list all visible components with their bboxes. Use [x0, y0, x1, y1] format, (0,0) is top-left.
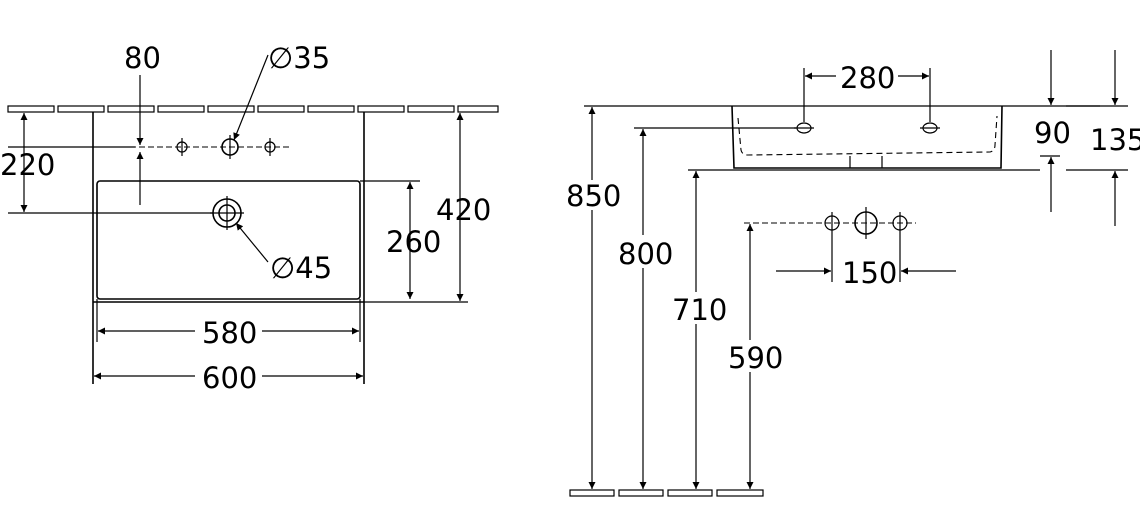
basin-outline-side [731, 105, 1003, 169]
side-tap-holes [794, 122, 940, 134]
dim-label-710: 710 [672, 293, 727, 327]
side-valves [744, 207, 916, 239]
dim-height-800: 800 [618, 127, 796, 489]
dim-label-420: 420 [436, 193, 491, 227]
side-view: 280 850 800 710 [566, 50, 1140, 497]
dim-hole-spacing: 280 [803, 61, 931, 122]
floor-tiles [569, 489, 764, 497]
dim-tap-to-drain: 220 [0, 113, 213, 214]
dim-valve-spacing: 150 [776, 234, 956, 290]
dim-label-280: 280 [840, 61, 895, 95]
dim-label-90: 90 [1034, 116, 1071, 150]
dim-height-590: 590 [728, 224, 783, 489]
dim-label-590: 590 [728, 341, 783, 375]
dim-label-135: 135 [1090, 123, 1140, 157]
dim-bowl-depth: 260 [360, 180, 441, 299]
dim-label-850: 850 [566, 179, 621, 213]
dim-rim-height: 850 [566, 107, 621, 489]
dim-label-45: ∅45 [270, 251, 332, 285]
dim-label-80: 80 [124, 41, 161, 75]
drain-icon [210, 196, 244, 230]
dim-label-260: 260 [386, 225, 441, 259]
dim-tap-offset: 80 [124, 41, 161, 205]
dim-tap-hole: ∅35 [233, 41, 330, 141]
plan-view: 80 ∅35 220 ∅45 260 [0, 41, 499, 395]
dim-label-150: 150 [842, 256, 897, 290]
dim-drain: ∅45 [235, 222, 332, 285]
dim-label-800: 800 [618, 237, 673, 271]
dim-label-35: ∅35 [268, 41, 330, 75]
dim-label-580: 580 [202, 316, 257, 350]
dim-overall-depth: 420 [364, 113, 491, 303]
dim-thickness-90: 90 [1034, 50, 1071, 212]
dim-label-600: 600 [202, 361, 257, 395]
dim-thickness-135: 135 [1090, 50, 1140, 226]
tap-holes [130, 135, 290, 159]
basin-outline-plan [92, 112, 365, 384]
dim-height-710: 710 [672, 171, 727, 489]
dim-bowl-width: 580 [96, 299, 361, 350]
wall-tiles-left [7, 105, 499, 113]
dim-overall-width: 600 [94, 361, 363, 395]
dim-label-220: 220 [0, 148, 55, 182]
